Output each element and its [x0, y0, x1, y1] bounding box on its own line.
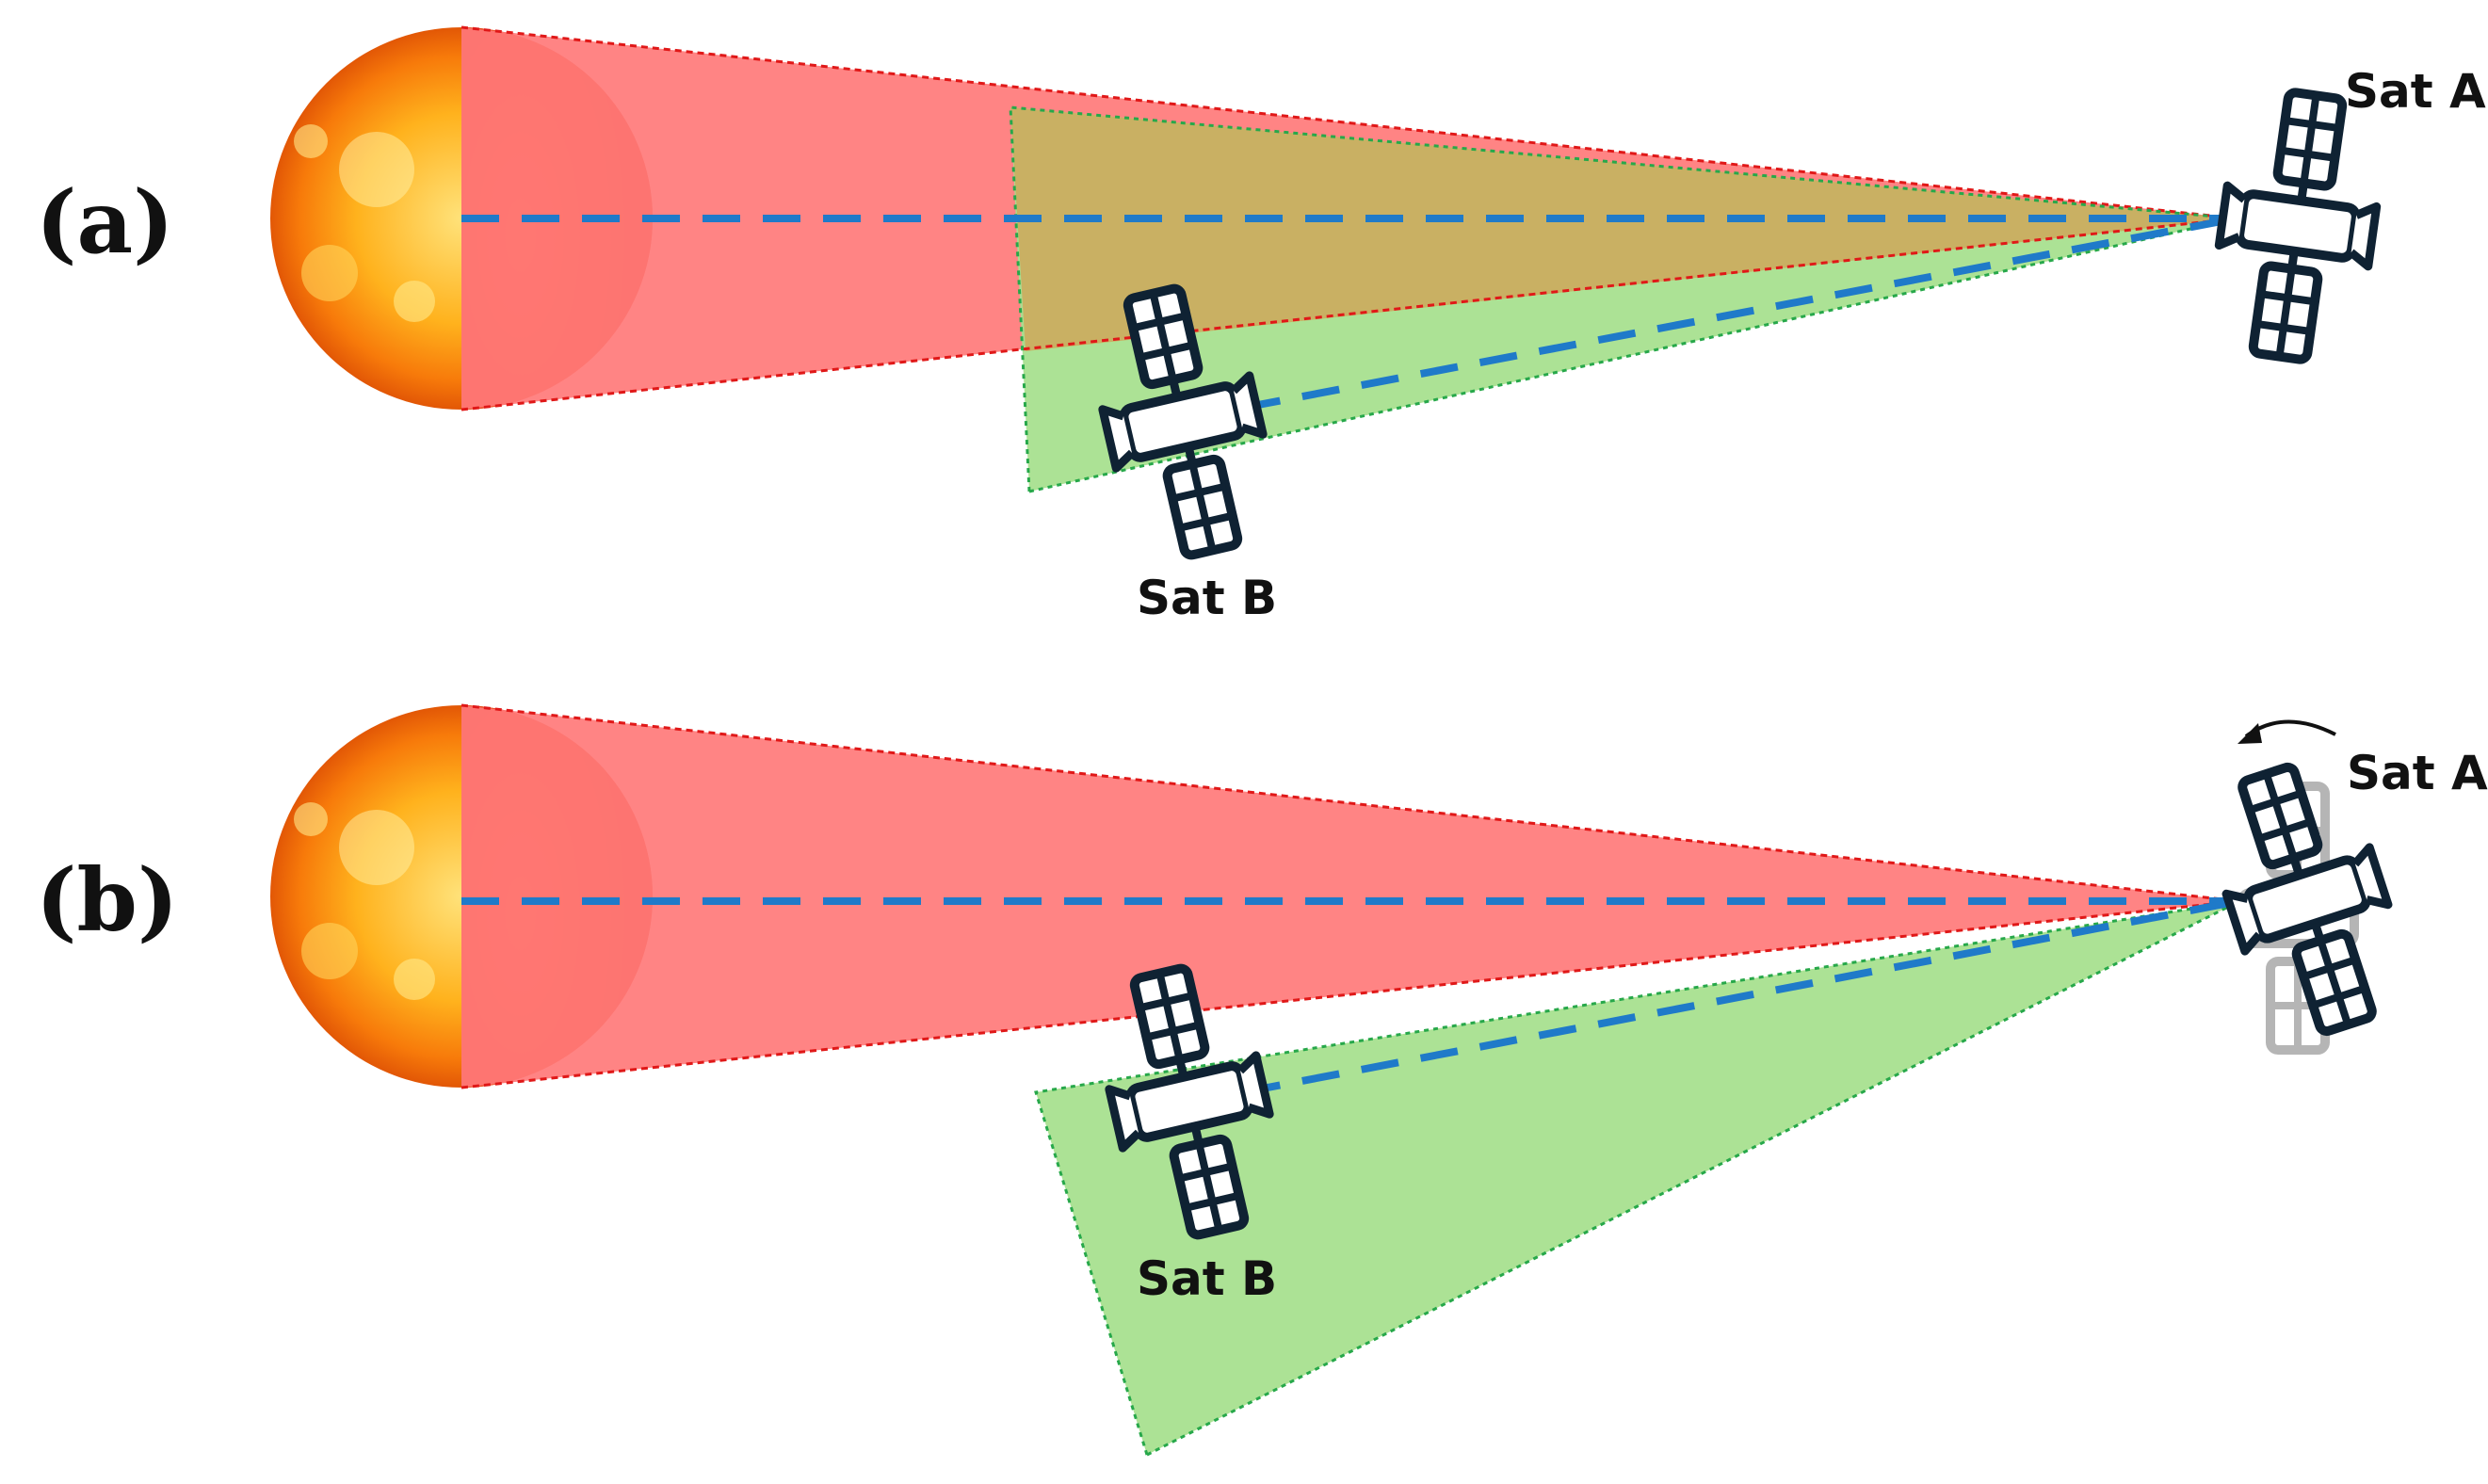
panel-b: (b) Sat A Sat B [36, 703, 2488, 1457]
sat-a-sat-b-line-of-sight [1242, 897, 2240, 1096]
sat-a-label: Sat A [2345, 64, 2486, 119]
sat-b-label: Sat B [1137, 571, 1277, 625]
panel-label: (a) [36, 171, 174, 273]
sat-a-icon [2205, 85, 2390, 367]
panel-label: (b) [36, 849, 178, 951]
panel-a: (a) Sat A Sat B [36, 25, 2486, 625]
cone-overlap [1010, 107, 2237, 351]
sat-a-label: Sat A [2347, 746, 2488, 800]
sat-b-cone [1036, 901, 2239, 1455]
sat-b-label: Sat B [1137, 1251, 1277, 1306]
rotation-arrow-icon [2238, 719, 2336, 744]
sun-cone [461, 705, 2239, 1088]
sat-a-sat-b-line-of-sight [1242, 215, 2238, 411]
